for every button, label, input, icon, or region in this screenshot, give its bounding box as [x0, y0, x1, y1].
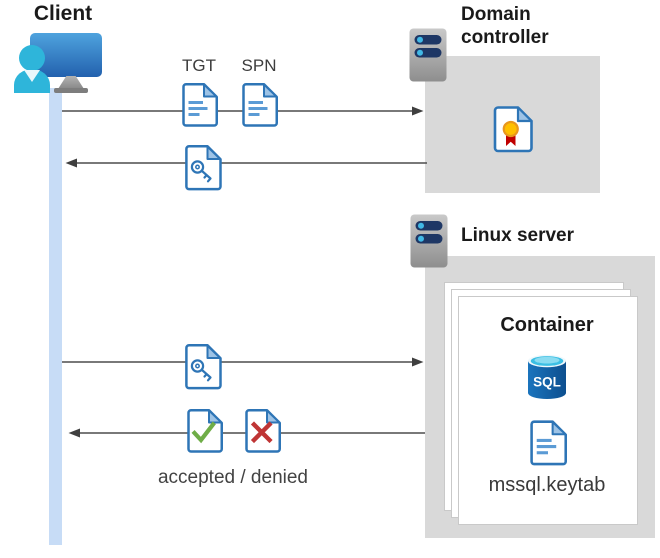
spn-document-icon: [240, 83, 278, 127]
server-icon: [410, 214, 448, 268]
key-document-icon: [183, 145, 222, 191]
key-document-icon: [183, 344, 222, 390]
tgt-document-icon: [180, 83, 218, 127]
arrow-client-to-linux-server: [62, 357, 424, 367]
client-lifeline: [49, 88, 62, 545]
client-user-icon: [13, 44, 59, 93]
sql-database-icon: SQL: [528, 352, 566, 400]
arrow-domain-controller-to-client: [65, 158, 427, 168]
sql-label: SQL: [533, 375, 561, 390]
monitor-stand-base: [54, 88, 88, 93]
tgt-label: TGT: [182, 56, 216, 75]
accepted-denied-label: accepted / denied: [157, 467, 308, 488]
certificate-document-icon: [492, 106, 533, 153]
linux-server-label: Linux server: [461, 225, 574, 246]
accepted-document-icon: [185, 409, 223, 453]
keytab-label: mssql.keytab: [488, 474, 606, 496]
container-label: Container: [500, 314, 594, 336]
monitor-stand: [58, 76, 84, 89]
domain-controller-label: Domain controller: [461, 4, 549, 48]
container-paper: [458, 296, 638, 525]
denied-document-icon: [243, 409, 281, 453]
server-icon: [409, 28, 447, 82]
keytab-document-icon: [528, 418, 567, 468]
spn-label: SPN: [241, 56, 277, 75]
client-label: Client: [33, 2, 93, 25]
